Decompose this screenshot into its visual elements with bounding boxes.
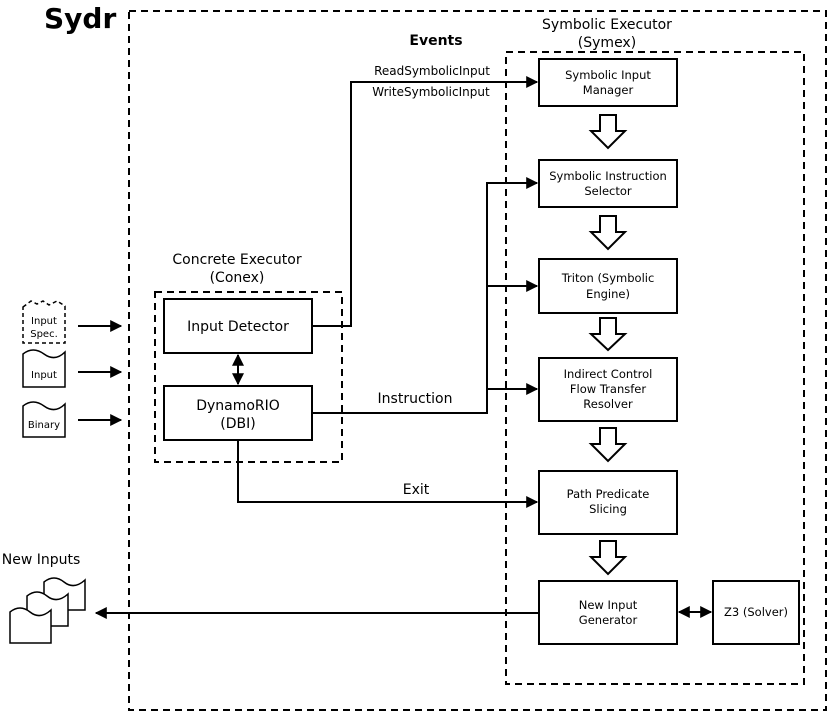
- conex-label-line1: Concrete Executor: [172, 252, 301, 268]
- generator-line2: Generator: [579, 613, 638, 627]
- input-spec-line1: Input: [31, 316, 57, 327]
- input-spec-file-icon: Input Spec.: [22, 300, 66, 344]
- resolver-line1: Indirect Control: [564, 367, 653, 381]
- new-inputs-files-icon: [9, 577, 86, 644]
- input-detector-label: Input Detector: [187, 319, 289, 335]
- triton-line2: Engine): [586, 287, 630, 301]
- dynamorio-label-line2: (DBI): [220, 416, 255, 432]
- flow-down-arrow-2: [588, 215, 628, 251]
- flow-down-arrow-1: [588, 114, 628, 150]
- slicing-line1: Path Predicate: [567, 487, 650, 501]
- read-symbolic-input-label: ReadSymbolicInput: [374, 64, 490, 78]
- instruction-label: Instruction: [378, 391, 453, 407]
- flow-down-arrow-4: [588, 427, 628, 463]
- instruction-selector-line1: Symbolic Instruction: [549, 169, 667, 183]
- new-inputs-label: New Inputs: [2, 552, 81, 568]
- input-label: Input: [31, 370, 57, 381]
- symex-label-line1: Symbolic Executor: [542, 17, 672, 33]
- symex-frame: [505, 51, 805, 685]
- symbolic-input-manager-line2: Manager: [583, 83, 634, 97]
- write-symbolic-input-label: WriteSymbolicInput: [372, 85, 490, 99]
- resolver-box: Indirect Control Flow Transfer Resolver: [538, 357, 678, 422]
- z3-label: Z3 (Solver): [724, 605, 788, 619]
- binary-file-icon: Binary: [22, 401, 66, 438]
- flow-down-arrow-5: [588, 540, 628, 576]
- conex-frame: [154, 291, 343, 463]
- instruction-selector-line2: Selector: [584, 184, 632, 198]
- exit-arrow: [237, 440, 539, 508]
- new-input-generator-box: New Input Generator: [538, 580, 678, 645]
- input-spec-line2: Spec.: [30, 329, 58, 340]
- generator-line1: New Input: [579, 598, 638, 612]
- symex-label-line2: (Symex): [578, 35, 636, 51]
- symbolic-input-manager-line1: Symbolic Input: [565, 68, 651, 82]
- path-predicate-slicing-box: Path Predicate Slicing: [538, 470, 678, 535]
- read-write-symbolic-input-arrow: [312, 76, 539, 327]
- exit-label: Exit: [403, 482, 430, 498]
- sydr-frame: [128, 10, 827, 711]
- dynamorio-box: DynamoRIO (DBI): [163, 385, 313, 441]
- diagram-title: Sydr: [44, 2, 116, 35]
- resolver-line2: Flow Transfer: [570, 382, 646, 396]
- slicing-line2: Slicing: [589, 502, 627, 516]
- symbolic-instruction-selector-box: Symbolic Instruction Selector: [538, 159, 678, 208]
- binary-label: Binary: [28, 420, 60, 431]
- input-detector-box: Input Detector: [163, 298, 313, 354]
- resolver-line3: Resolver: [583, 397, 633, 411]
- flow-down-arrow-3: [588, 317, 628, 352]
- triton-box: Triton (Symbolic Engine): [538, 258, 678, 314]
- z3-solver-box: Z3 (Solver): [712, 580, 800, 645]
- instruction-to-selector-arrow: [312, 177, 539, 414]
- input-file-icon: Input: [22, 349, 66, 388]
- dynamorio-label-line1: DynamoRIO: [196, 398, 280, 414]
- symbolic-input-manager-box: Symbolic Input Manager: [538, 58, 678, 107]
- events-label: Events: [409, 33, 462, 49]
- triton-line1: Triton (Symbolic: [561, 271, 655, 285]
- conex-label-line2: (Conex): [210, 270, 265, 286]
